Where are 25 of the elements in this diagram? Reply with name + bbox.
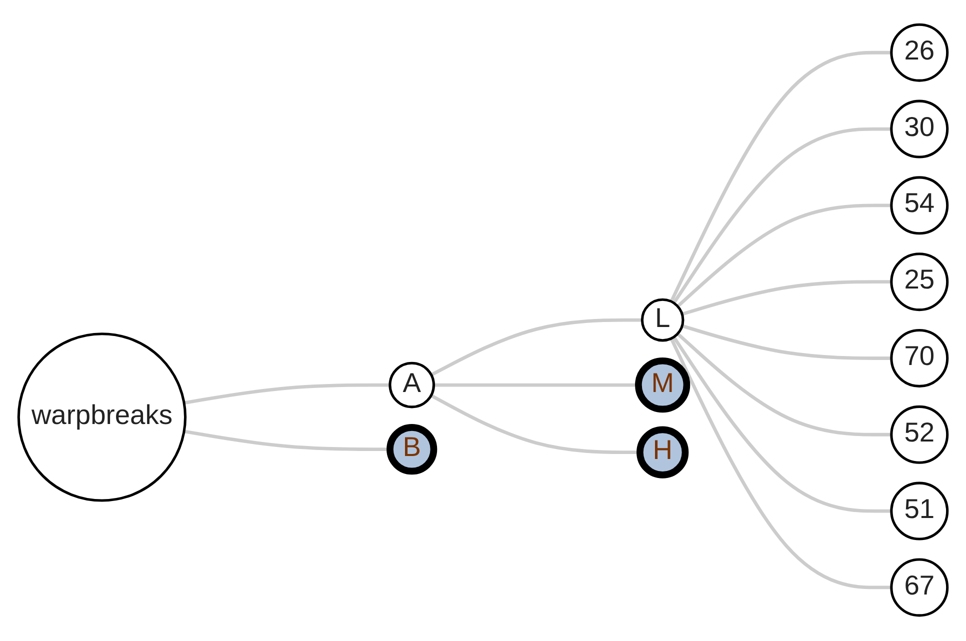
connector <box>676 332 892 437</box>
connector <box>670 338 892 590</box>
node-circle <box>636 426 689 479</box>
connector <box>430 318 642 377</box>
node-circle <box>890 558 949 618</box>
node-circle <box>635 358 690 414</box>
node-circle <box>890 100 949 159</box>
connector <box>682 324 892 360</box>
connector <box>676 204 892 308</box>
node-circle <box>890 482 949 541</box>
connector <box>682 280 892 316</box>
connector <box>672 336 892 514</box>
tree-diagram: warpbreaks A B L M H 26 30 54 25 70 52 51 67 <box>5 11 961 630</box>
connector <box>184 384 390 406</box>
node-circle <box>890 253 949 312</box>
connector <box>672 128 892 304</box>
node-circle <box>890 329 949 388</box>
node-circle <box>386 424 438 476</box>
node-circle <box>890 24 949 82</box>
node-circle <box>640 298 684 342</box>
node-circle <box>17 333 187 502</box>
connector <box>670 51 892 303</box>
node-circle <box>890 176 949 236</box>
node-circle <box>388 362 436 409</box>
node-circle <box>890 406 949 464</box>
